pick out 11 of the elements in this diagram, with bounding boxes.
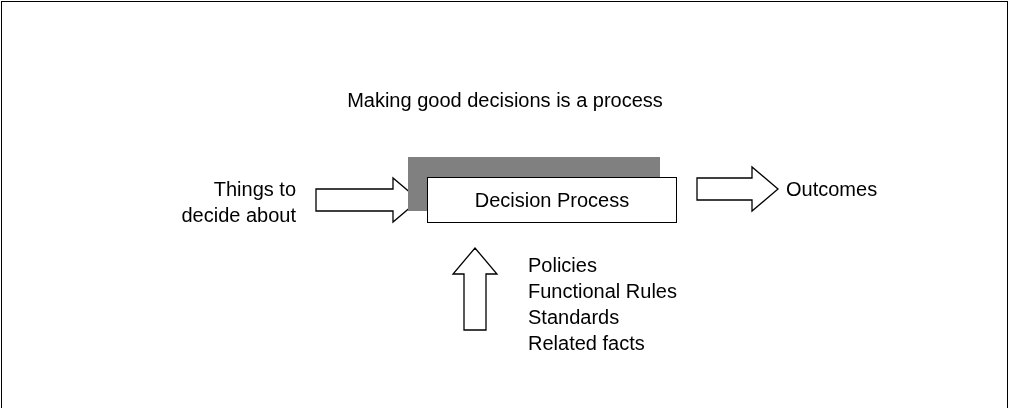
list-item: Policies <box>528 253 598 278</box>
list-item: Related facts <box>528 331 646 356</box>
block-arrow <box>696 165 779 213</box>
node-label: Things to decide about <box>180 177 296 228</box>
list-item: Standards <box>528 305 621 330</box>
node-label: Decision Process <box>474 188 630 213</box>
list-item: Functional Rules <box>528 279 678 304</box>
process-box <box>427 177 677 223</box>
node-label: Outcomes <box>786 177 879 202</box>
block-arrow <box>451 247 499 331</box>
title: Making good decisions is a process <box>346 88 664 113</box>
